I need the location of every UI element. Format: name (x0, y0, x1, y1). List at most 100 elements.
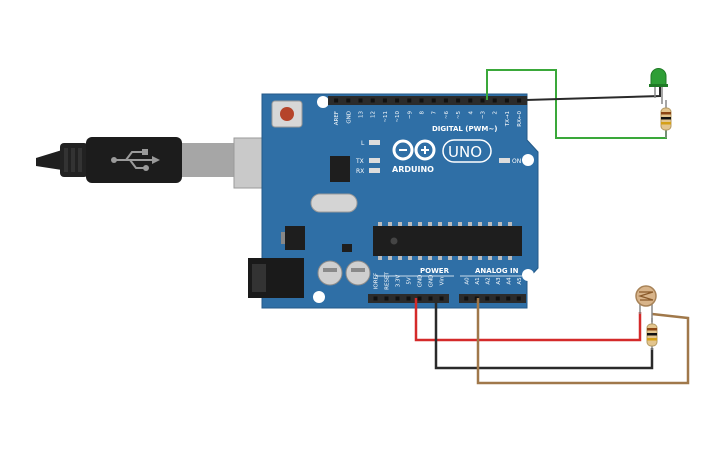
brand-label: ARDUINO (392, 165, 434, 174)
pin-label: GND (429, 275, 435, 288)
chip-pins-bottom (378, 256, 512, 260)
pin-label: ~6 (444, 111, 450, 120)
pin-socket[interactable] (373, 296, 378, 301)
crystal-oscillator (310, 193, 358, 213)
resistor-icon[interactable] (646, 318, 658, 350)
pin-socket[interactable] (439, 296, 444, 301)
pin-socket[interactable] (406, 296, 411, 301)
pin-label: Vin (440, 276, 446, 285)
voltage-regulator (285, 226, 305, 250)
reset-button-cap[interactable] (280, 107, 294, 121)
pin-socket[interactable] (417, 296, 422, 301)
usb-icon (111, 149, 160, 171)
pin-socket[interactable] (428, 296, 433, 301)
pin-socket[interactable] (395, 98, 400, 103)
usb-interface-chip (330, 156, 350, 182)
model-label: UNO (448, 143, 482, 161)
led-rx-label: RX (356, 168, 364, 175)
atmega-microcontroller (373, 226, 522, 256)
pin-socket[interactable] (334, 98, 339, 103)
model-badge (442, 139, 492, 163)
pin-label: ~3 (481, 111, 487, 120)
pin-label: 5V (407, 277, 413, 284)
pin-label: ~5 (456, 111, 462, 120)
resistor-icon[interactable] (660, 100, 672, 138)
pin-label: GND (346, 111, 352, 124)
analog-pins-label: ANALOG IN (475, 267, 519, 275)
pin-label: TX→1 (505, 111, 511, 127)
pin-label: 13 (359, 111, 365, 118)
wire-black-led-gnd[interactable] (525, 86, 661, 101)
wire-brown-a2[interactable] (476, 298, 690, 385)
led-on-label: ON (512, 158, 521, 165)
led-l-label: L (361, 140, 365, 147)
onboard-led-rx (369, 168, 380, 173)
chip-pins-top (378, 222, 512, 226)
pin-socket[interactable] (492, 98, 497, 103)
pin-label: A5 (517, 277, 523, 285)
pin-socket[interactable] (480, 98, 485, 103)
pin-socket[interactable] (419, 98, 424, 103)
mounting-hole (313, 291, 325, 303)
onboard-led-on (499, 158, 510, 163)
digital-pin-header[interactable]: AREF GND 13 12 ~11 ~10 ~9 8 7 ~6 ~5 4 ~3 2 TX→1 RX←0 (328, 96, 528, 127)
onboard-led-tx (369, 158, 380, 163)
pin-label: RX←0 (517, 111, 523, 127)
pin-socket[interactable] (346, 98, 351, 103)
digital-pins-label: DIGITAL (PWM~) (432, 125, 497, 133)
pin-socket[interactable] (370, 98, 375, 103)
pin-label: 4 (468, 111, 474, 115)
pin-label: 3.3V (396, 275, 402, 288)
pin-header-strip (328, 96, 528, 105)
wire-black-gnd[interactable] (434, 298, 654, 370)
pin-socket[interactable] (382, 98, 387, 103)
pin-label: ~11 (383, 111, 389, 123)
pin-label: 2 (493, 111, 499, 115)
usb-plug-metal (182, 143, 234, 177)
led-body (650, 68, 667, 87)
pin-label: A1 (475, 277, 481, 284)
pin-label: 8 (420, 111, 426, 115)
pin-label: A0 (464, 277, 470, 285)
wire-red-5v[interactable] (414, 298, 642, 342)
mounting-hole (522, 154, 534, 166)
pin-socket[interactable] (456, 98, 461, 103)
pin-label: ~9 (407, 111, 413, 120)
pin-socket[interactable] (431, 98, 436, 103)
usb-cable-tail (36, 150, 62, 170)
power-pins-label: POWER (420, 267, 450, 275)
pin-label: RESET (385, 272, 391, 290)
pin-socket[interactable] (407, 98, 412, 103)
mounting-hole (317, 96, 329, 108)
pin-header-strip (459, 294, 526, 303)
pin-socket[interactable] (468, 98, 473, 103)
pin-socket[interactable] (464, 296, 469, 301)
pin-socket[interactable] (443, 98, 448, 103)
pin-socket[interactable] (495, 296, 500, 301)
arduino-logo (392, 139, 436, 161)
pin-socket[interactable] (504, 98, 509, 103)
pin-socket[interactable] (506, 296, 511, 301)
capacitor (317, 260, 343, 286)
pin-socket[interactable] (517, 98, 522, 103)
arduino-uno-board[interactable]: L TX RX ON ARDUINO UNO DIGITAL (PWM~) PO… (248, 93, 539, 309)
pin-label: ~10 (395, 111, 401, 123)
led-icon[interactable] (649, 68, 668, 104)
pin-label: 12 (371, 111, 377, 118)
led-tx-label: TX (355, 158, 364, 165)
pin-socket[interactable] (395, 296, 400, 301)
pin-socket[interactable] (384, 296, 389, 301)
pin-label: A4 (506, 277, 512, 285)
mounting-hole (522, 269, 534, 281)
pin-socket[interactable] (516, 296, 521, 301)
pin-socket[interactable] (485, 296, 490, 301)
pin-label: A3 (496, 277, 502, 285)
pin-label: A2 (485, 277, 491, 284)
pin-label: AREF (334, 111, 340, 125)
pin-socket[interactable] (358, 98, 363, 103)
pin-label: IOREF (374, 273, 380, 289)
pin-label: 7 (432, 111, 438, 115)
transistor (342, 244, 352, 252)
